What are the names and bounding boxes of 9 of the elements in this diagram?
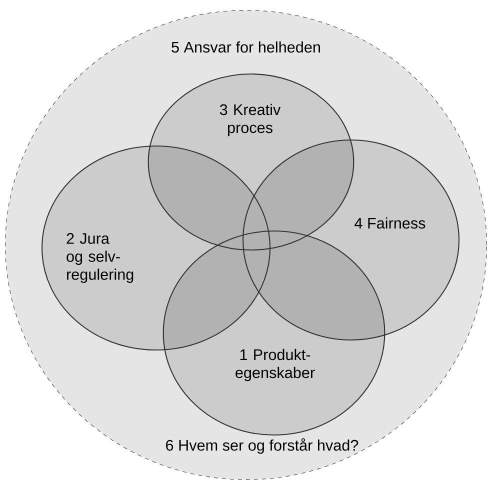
label: 2 Jura og selv-regulering	[66, 233, 134, 283]
label: 1 Produkt-egenskaber	[236, 348, 315, 382]
label: 3 Kreativ proces	[220, 104, 281, 136]
ellipse	[148, 73, 354, 251]
label: 4 Fairness	[354, 217, 426, 229]
ellipse	[242, 139, 460, 341]
ellipse	[162, 230, 386, 436]
label: 5 Ansvar for helheden	[172, 41, 320, 53]
label: 6 Hvem ser og forstår hvad?	[166, 438, 358, 454]
